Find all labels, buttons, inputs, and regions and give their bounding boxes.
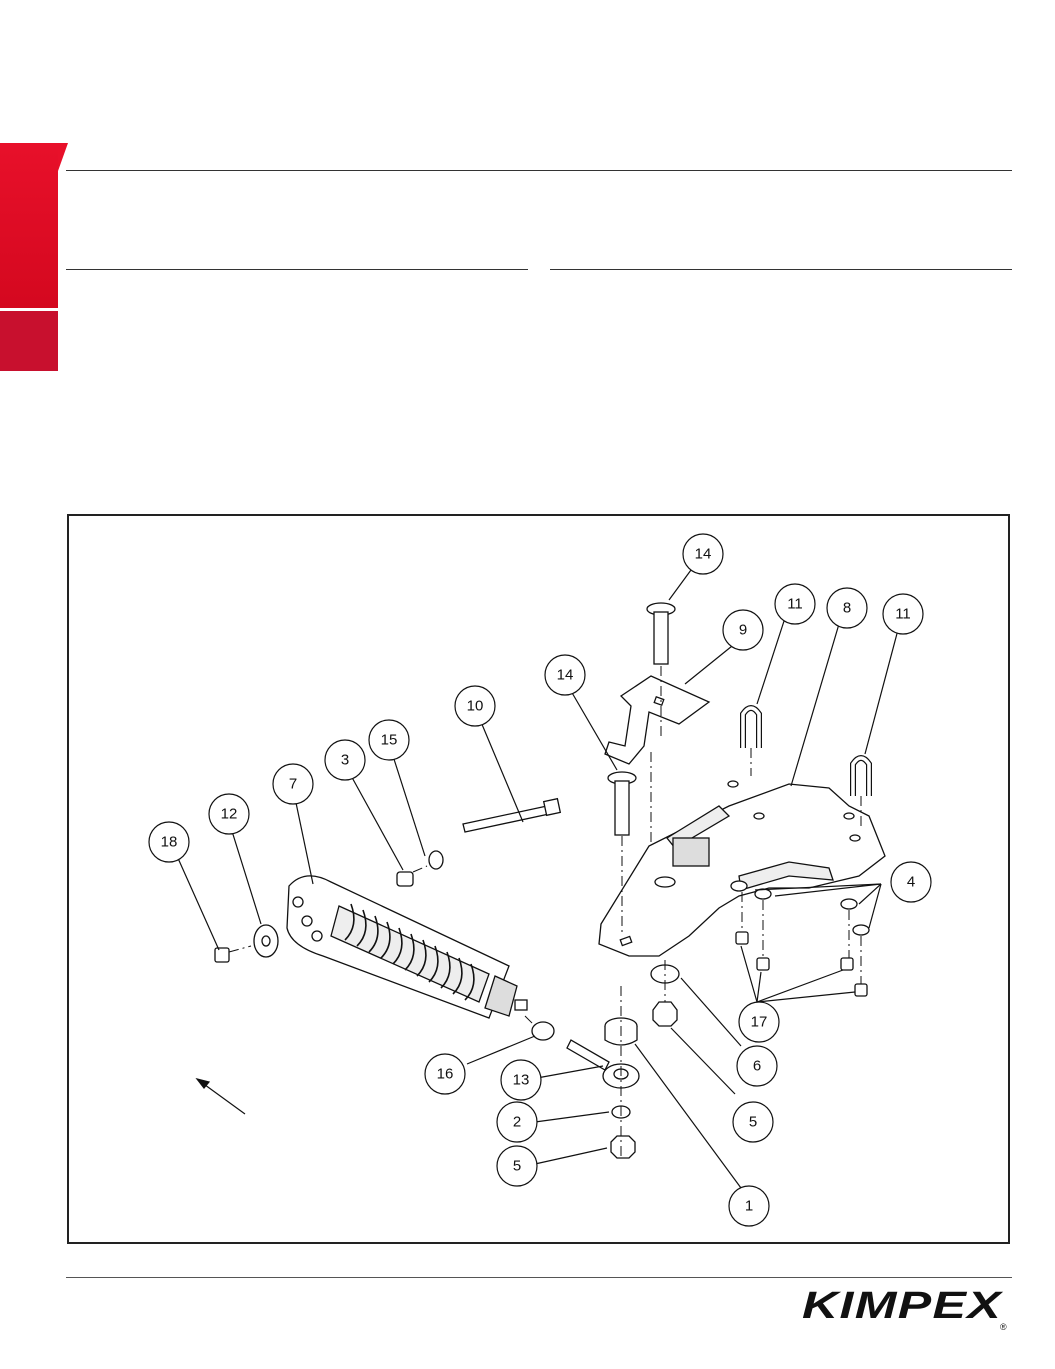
callout-circles: [148, 533, 932, 1227]
u-bolt-left: [740, 705, 762, 748]
u-bolt-right: [850, 755, 872, 796]
exploded-parts-diagram: 14 14 9 11 8 11 10 15 3 7 12 18 4 17 6 5…: [67, 514, 1010, 1244]
callout-7: 7: [289, 776, 297, 793]
callout-15: 15: [381, 732, 398, 749]
bushing-part: [396, 871, 414, 887]
nut-part-17c: [840, 957, 854, 971]
section-tab-notch: [58, 143, 68, 171]
callout-3: 3: [341, 752, 349, 769]
callout-4: 4: [907, 874, 915, 891]
registered-mark: ®: [1000, 1322, 1007, 1332]
nut-part-17b: [756, 957, 770, 971]
callout-9: 9: [739, 622, 747, 639]
base-plate-part: [598, 780, 886, 957]
section-tab-secondary: [0, 311, 58, 371]
nut-part-5-upper: [652, 1001, 678, 1027]
nut-part-17a: [735, 931, 749, 945]
long-bolt-part: [462, 797, 562, 833]
callout-5-upper: 5: [749, 1114, 757, 1131]
section-tab-primary: [0, 143, 58, 308]
assembly-axes: [228, 666, 862, 1156]
callout-16: 16: [437, 1066, 454, 1083]
callout-10: 10: [467, 698, 484, 715]
column-rule-left: [66, 269, 528, 270]
callout-5-lower: 5: [513, 1158, 521, 1175]
callout-14-upper: 14: [695, 546, 712, 563]
bracket-part: [604, 675, 711, 765]
callout-2: 2: [513, 1114, 521, 1131]
nut-part-5-lower: [610, 1135, 636, 1159]
carriage-bolt-upper: [646, 602, 676, 665]
washer-part-4a: [730, 880, 748, 892]
callout-6: 6: [753, 1058, 761, 1075]
callout-17: 17: [751, 1014, 768, 1031]
washer-part-4d: [852, 924, 870, 936]
direction-arrow-icon: [195, 1077, 246, 1115]
column-rule-right: [550, 269, 1012, 270]
callout-8: 8: [843, 600, 851, 617]
logo-wordmark: KIMPEX: [802, 1285, 1004, 1327]
callout-13: 13: [513, 1072, 530, 1089]
callout-11-left: 11: [787, 596, 803, 613]
footer-rule: [66, 1277, 1012, 1278]
carriage-bolt-lower: [607, 771, 637, 836]
callout-14-lower: 14: [557, 667, 574, 684]
nut-part-17d: [854, 983, 868, 997]
callout-1: 1: [745, 1198, 753, 1215]
kimpex-logo: KIMPEX ®: [800, 1284, 1012, 1334]
washer-part-small: [428, 850, 444, 870]
header-rule: [66, 170, 1012, 171]
washer-part-4b: [754, 888, 772, 900]
callout-12: 12: [221, 806, 238, 823]
callout-18: 18: [161, 834, 178, 851]
leader-lines: [176, 569, 900, 1189]
shock-arm-part: [286, 875, 528, 1019]
rod-end-part: [566, 1039, 640, 1089]
callout-11-right: 11: [895, 606, 911, 623]
nut-part-16: [531, 1021, 555, 1041]
washer-part-4c: [840, 898, 858, 910]
nut-part-18: [214, 947, 230, 963]
